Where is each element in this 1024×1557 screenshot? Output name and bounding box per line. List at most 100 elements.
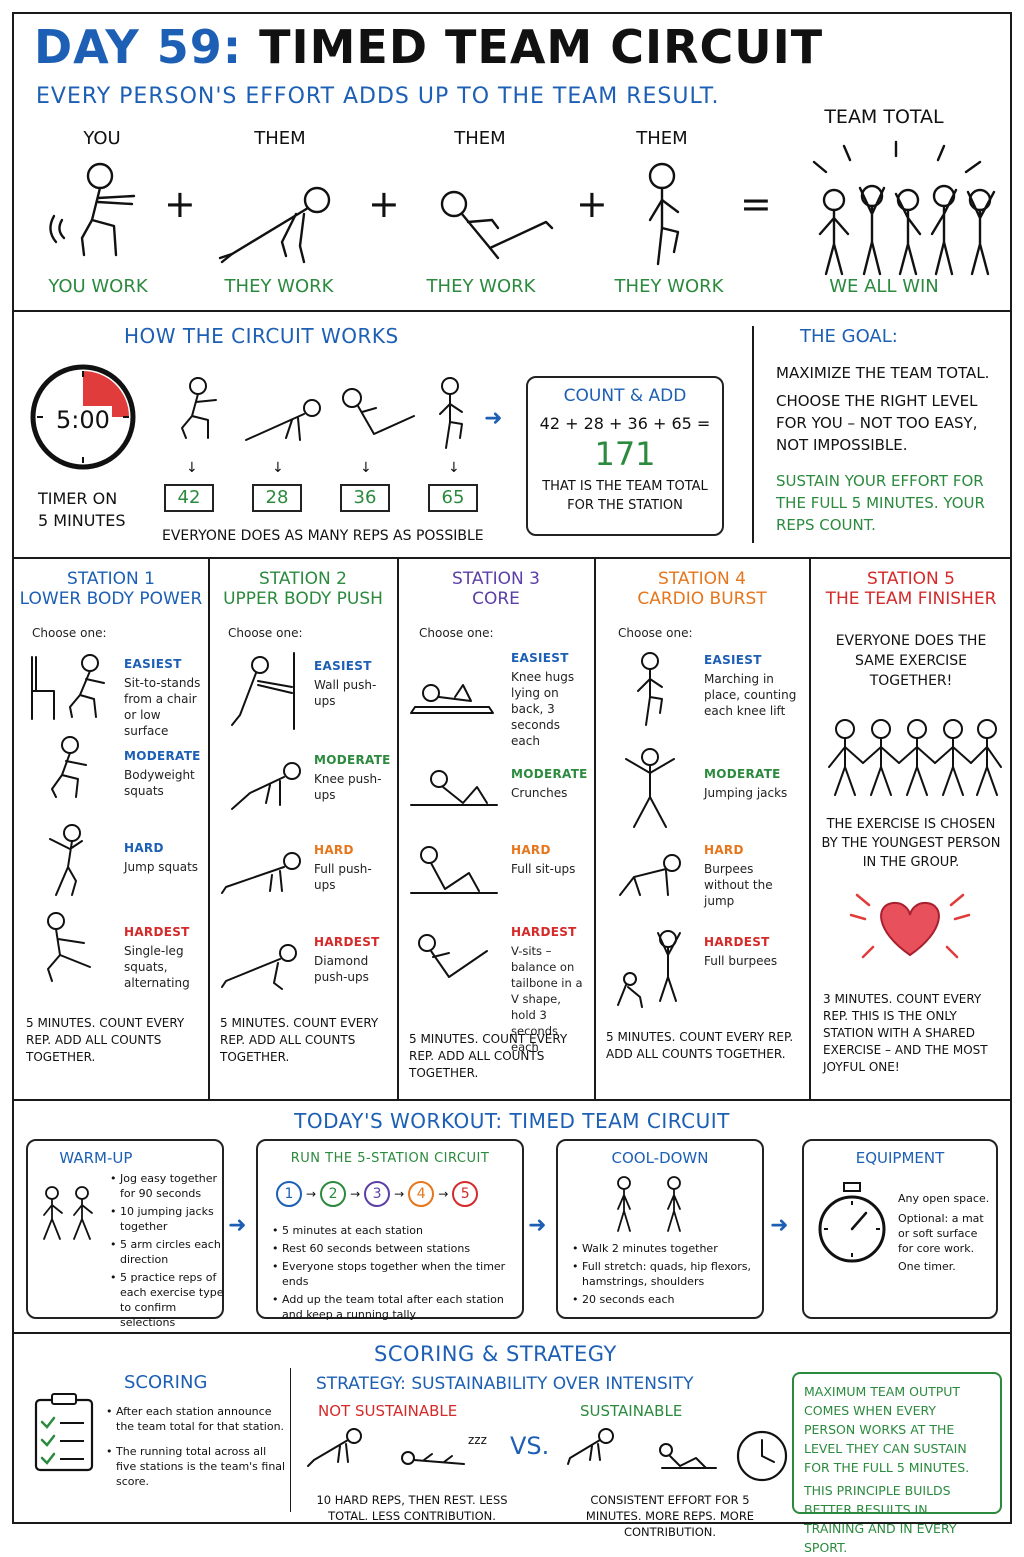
- squat-figure-icon: [49, 162, 136, 257]
- exercise-text: Sit-to-stands from a chair or low surfac…: [124, 676, 201, 738]
- page-title: DAY 59: TIMED TEAM CIRCUIT: [34, 20, 823, 74]
- column-divider: [594, 559, 596, 1099]
- plus-sign: +: [164, 182, 196, 226]
- mini-squat-icon: [181, 377, 217, 439]
- timer-icon: [30, 364, 136, 470]
- station-footer: 5 MINUTES. COUNT EVERY REP. ADD ALL COUN…: [606, 1030, 794, 1061]
- equipment-line: One timer.: [898, 1260, 956, 1273]
- scoring-section: SCORING & STRATEGY SCORING After each st…: [14, 1334, 1010, 1555]
- full-pushup-icon: [221, 852, 301, 894]
- workout-title: TODAY'S WORKOUT: TIMED TEAM CIRCUIT: [294, 1109, 730, 1133]
- burnout-figures-icon: zzz: [307, 1428, 487, 1467]
- goal-title: THE GOAL:: [800, 326, 898, 347]
- knee-pushup-icon: [231, 762, 301, 810]
- count-caption: THAT IS THE TEAM TOTAL FOR THE STATION: [542, 479, 708, 513]
- mini-vsit-icon: [342, 388, 415, 435]
- station-4: STATION 4 CARDIO BURST Choose one: EASIE…: [596, 559, 808, 1099]
- clipboard-checklist-icon: [34, 1393, 94, 1472]
- warmup-card: WARM-UP Jog easy together for 90 seconds…: [26, 1139, 224, 1329]
- level-hard: HARD: [124, 841, 164, 855]
- caption-we-all-win: WE ALL WIN: [829, 276, 939, 297]
- exercise-text: Full sit-ups: [511, 862, 576, 876]
- choose-label: Choose one:: [618, 626, 693, 640]
- sustainable-label: SUSTAINABLE: [580, 1402, 683, 1420]
- equipment-card: EQUIPMENT Any open space. Optional: a ma…: [802, 1139, 998, 1319]
- level-moderate: MODERATE: [314, 753, 391, 767]
- caption-they-work-3: THEY WORK: [614, 276, 724, 297]
- column-divider: [809, 559, 811, 1099]
- right-arrow-icon: ➜: [484, 406, 503, 431]
- full-burpee-icon: [617, 930, 681, 1008]
- pushup-figure-icon: [218, 186, 331, 264]
- not-sustainable-caption: 10 HARD REPS, THEN REST. LESS TOTAL. LES…: [316, 1493, 508, 1523]
- person-label-them-3: THEM: [636, 128, 688, 149]
- station-title: STATION 2: [259, 569, 347, 589]
- crunch-icon: [410, 770, 498, 806]
- choose-label: Choose one:: [419, 626, 494, 640]
- workout-section: TODAY'S WORKOUT: TIMED TEAM CIRCUIT WARM…: [14, 1101, 1010, 1334]
- count-total: 171: [594, 435, 656, 473]
- caption-they-work-2: THEY WORK: [426, 276, 536, 297]
- station-subtitle: THE TEAM FINISHER: [825, 589, 997, 609]
- station-footer: 5 MINUTES. COUNT EVERY REP. ADD ALL COUN…: [220, 1016, 379, 1064]
- list-item: Jog easy together for 90 seconds: [110, 1171, 224, 1201]
- step-4: 4: [408, 1181, 435, 1207]
- rep-count-box: 42: [164, 484, 214, 512]
- team-cheer-icon: [812, 140, 996, 276]
- principle-text-2: THIS PRINCIPLE BUILDS BETTER RESULTS IN …: [804, 1483, 957, 1555]
- team-total-label: TEAM TOTAL: [824, 106, 944, 128]
- exercise-text: Jump squats: [124, 860, 199, 874]
- steady-figures-icon: [567, 1428, 788, 1482]
- station-subtitle: UPPER BODY PUSH: [223, 589, 383, 609]
- count-equation: 42 + 28 + 36 + 65 =: [539, 414, 711, 433]
- rep-count-box: 28: [252, 484, 302, 512]
- exercise-text: Crunches: [511, 786, 568, 800]
- jogging-figures-icon: [43, 1186, 93, 1240]
- person-label-them-1: THEM: [254, 128, 306, 149]
- station-footer: 5 MINUTES. COUNT EVERY REP. ADD ALL COUN…: [26, 1016, 185, 1064]
- circuit-title: RUN THE 5-STATION CIRCUIT: [290, 1151, 490, 1166]
- principle-text-1: MAXIMUM TEAM OUTPUT COMES WHEN EVERY PER…: [804, 1384, 970, 1475]
- how-title: HOW THE CIRCUIT WORKS: [124, 324, 399, 348]
- list-item: Full stretch: quads, hip flexors, hamstr…: [572, 1259, 758, 1289]
- circuit-list: 5 minutes at each station Rest 60 second…: [272, 1223, 516, 1325]
- equipment-line: Optional: a mat or soft surface for core…: [898, 1212, 984, 1255]
- v-sit-icon: [418, 934, 488, 978]
- circuit-card: RUN THE 5-STATION CIRCUIT 1→ 2→ 3→ 4→ 5 …: [256, 1139, 524, 1321]
- list-item: Add up the team total after each station…: [272, 1292, 516, 1322]
- station-title: STATION 3: [452, 569, 540, 589]
- rep-count-box: 36: [340, 484, 390, 512]
- station-subtitle: CORE: [472, 589, 520, 609]
- plus-sign: +: [576, 182, 608, 226]
- level-hardest: HARDEST: [124, 925, 190, 939]
- exercise-text: Burpees without the jump: [704, 862, 773, 908]
- list-item: Walk 2 minutes together: [572, 1241, 758, 1256]
- station-2: STATION 2 UPPER BODY PUSH Choose one: EA…: [210, 559, 396, 1099]
- list-item: Everyone stops together when the timer e…: [272, 1259, 516, 1289]
- day-label: DAY 59:: [34, 20, 243, 74]
- circuit-steps: 1→ 2→ 3→ 4→ 5: [276, 1181, 479, 1207]
- scoring-section-title: SCORING & STRATEGY: [374, 1342, 617, 1366]
- stopwatch-icon: [818, 1182, 886, 1263]
- squat-icon: [51, 736, 87, 798]
- exercise-text: Knee push-ups: [314, 772, 382, 802]
- station5-rule: THE EXERCISE IS CHOSEN BY THE YOUNGEST P…: [821, 817, 1001, 870]
- situp-icon: [410, 846, 498, 894]
- choose-label: Choose one:: [228, 626, 303, 640]
- level-hardest: HARDEST: [511, 925, 577, 939]
- station5-text: EVERYONE DOES THE SAME EXERCISE TOGETHER…: [835, 633, 987, 689]
- station-title: STATION 4: [658, 569, 746, 589]
- list-item: Rest 60 seconds between stations: [272, 1241, 516, 1256]
- column-divider: [208, 559, 210, 1099]
- station-1: STATION 1 LOWER BODY POWER Choose one: E…: [14, 559, 208, 1099]
- wall-pushup-icon: [231, 652, 295, 730]
- list-item: 10 jumping jacks together: [110, 1204, 224, 1234]
- equipment-title: EQUIPMENT: [855, 1149, 945, 1167]
- station-subtitle: LOWER BODY POWER: [19, 589, 203, 609]
- level-easiest: EASIEST: [314, 659, 372, 673]
- station-5: STATION 5 THE TEAM FINISHER EVERYONE DOE…: [811, 559, 1011, 1099]
- level-hard: HARD: [511, 843, 551, 857]
- walking-figures-icon: [617, 1176, 681, 1232]
- station-footer: 3 MINUTES. COUNT EVERY REP. THIS IS THE …: [823, 992, 988, 1074]
- person-label-you: YOU: [83, 128, 121, 149]
